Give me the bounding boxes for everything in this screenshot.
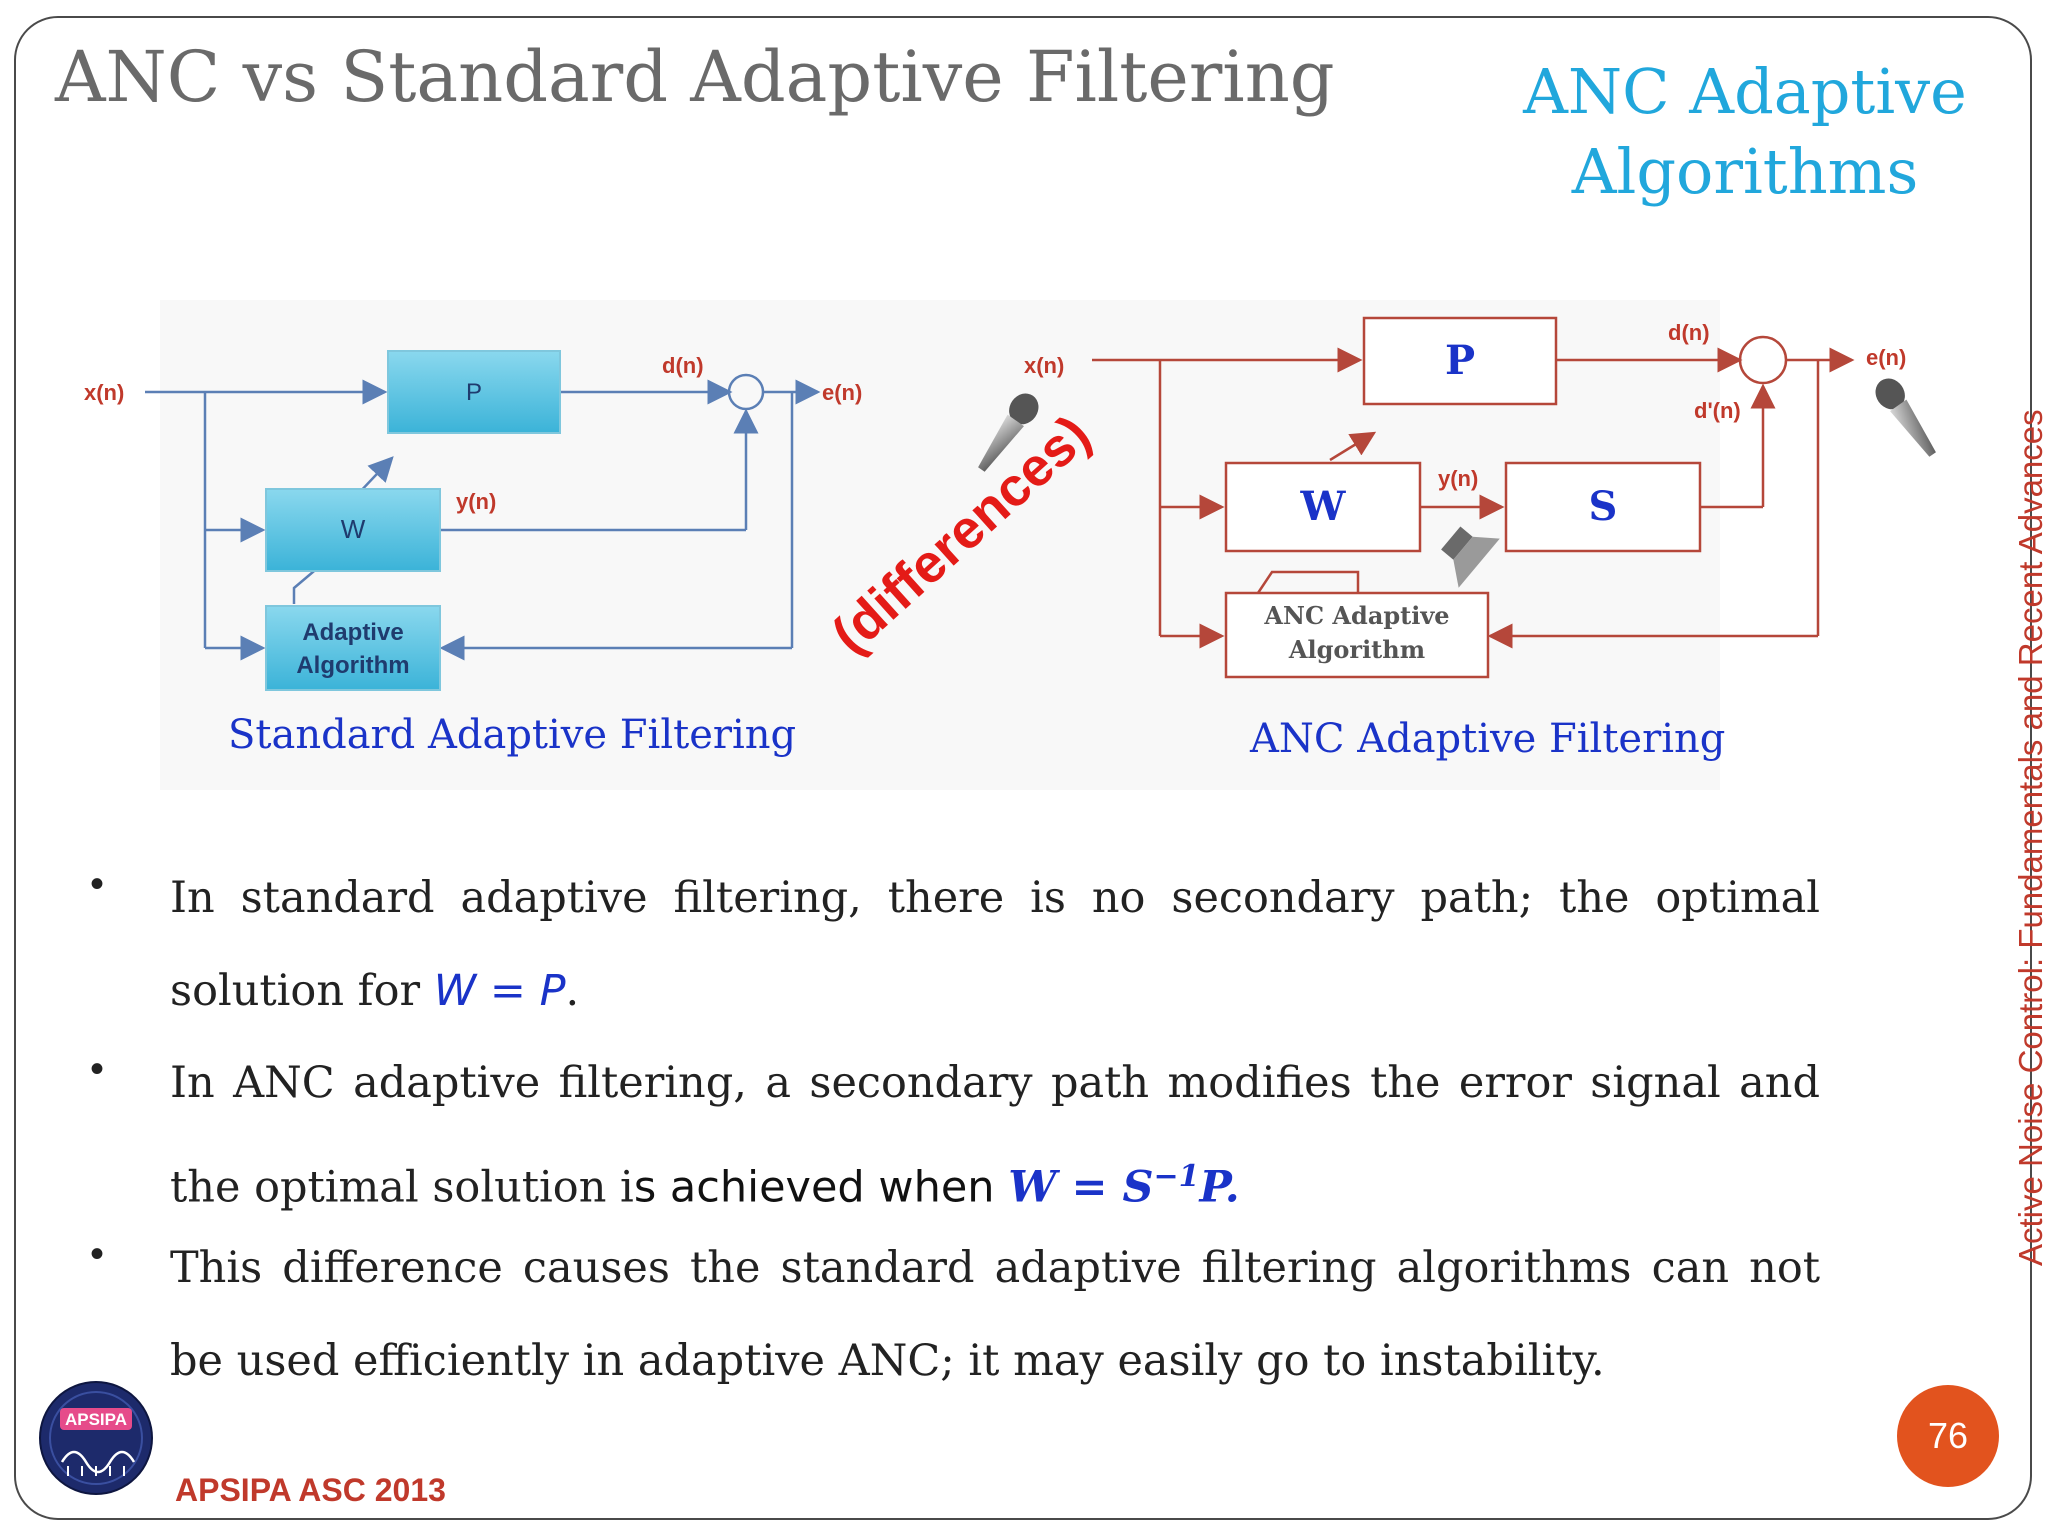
right-e-label: e(n) <box>1866 345 1906 370</box>
apsipa-logo-icon: APSIPA <box>39 1381 153 1495</box>
left-alg-line2: Algorithm <box>296 652 409 679</box>
right-block-p <box>1362 316 1558 406</box>
right-x-label: x(n) <box>1024 353 1064 378</box>
left-block-algorithm <box>265 605 441 691</box>
page-number-badge: 76 <box>1897 1385 1999 1487</box>
right-block-s <box>1504 461 1702 553</box>
error-microphone-icon <box>1875 378 1936 457</box>
left-block-p <box>387 350 561 434</box>
bullet-1-end: . <box>565 966 580 1016</box>
bullet-2-text: In ANC adaptive filtering, a secondary p… <box>170 1058 1820 1213</box>
left-caption: Standard Adaptive Filtering <box>228 712 797 758</box>
bullet-dot-1: • <box>90 862 105 906</box>
bullet-2-formula-exp: −1 <box>1153 1159 1200 1194</box>
section-title: ANC Adaptive Algorithms <box>1510 52 1980 212</box>
left-p-label: P <box>466 379 482 406</box>
footer-conference: APSIPA ASC 2013 <box>175 1472 446 1508</box>
section-title-line1: ANC Adaptive <box>1523 55 1967 128</box>
right-caption: ANC Adaptive Filtering <box>1250 716 1726 762</box>
left-x-label: x(n) <box>84 380 124 405</box>
right-diagram <box>1092 335 1855 649</box>
left-w-label: W <box>341 514 366 544</box>
bullet-dot-3: • <box>90 1232 105 1276</box>
bullet-1: In standard adaptive filtering, there is… <box>170 852 1820 1038</box>
right-dprime-label: d'(n) <box>1694 398 1741 423</box>
bullet-2-text-b: s achieved when <box>633 1162 1009 1213</box>
section-title-line2: Algorithms <box>1571 135 1919 208</box>
right-w-label: W <box>1300 483 1347 530</box>
slide-title: ANC vs Standard Adaptive Filtering <box>55 36 1335 118</box>
bullet-1-text: In standard adaptive filtering, there is… <box>170 873 1820 1016</box>
right-s-label: S <box>1589 483 1618 530</box>
bullet-dot-2: • <box>90 1047 105 1091</box>
bullet-2: In ANC adaptive filtering, a secondary p… <box>170 1037 1820 1234</box>
right-y-label: y(n) <box>1438 466 1478 491</box>
right-alg-line2: Algorithm <box>1288 635 1425 664</box>
right-block-algorithm <box>1224 591 1490 679</box>
slide-frame <box>14 16 2032 1520</box>
right-block-w <box>1224 461 1422 553</box>
bullet-2-formula-w: W = <box>1008 1162 1123 1213</box>
logo-text: APSIPA <box>65 1410 127 1429</box>
bullet-1-formula: W = P <box>433 966 566 1016</box>
block-diagrams: x(n) d(n) e(n) y(n) P W Adaptive Algorit… <box>84 316 1936 691</box>
right-p-label: P <box>1445 337 1475 384</box>
left-d-label: d(n) <box>662 353 704 378</box>
bullet-3: This difference causes the standard adap… <box>170 1243 1820 1386</box>
reference-microphone-icon <box>978 393 1039 472</box>
left-alg-line1: Adaptive <box>302 619 403 646</box>
left-e-label: e(n) <box>822 380 862 405</box>
bullet-2-formula-s: S <box>1122 1162 1154 1213</box>
speaker-icon <box>1441 526 1500 588</box>
left-y-label: y(n) <box>456 489 496 514</box>
left-block-w <box>265 488 441 572</box>
left-diagram <box>145 373 821 661</box>
right-alg-line1: ANC Adaptive <box>1263 601 1449 630</box>
right-d-label: d(n) <box>1668 320 1710 345</box>
bullet-2-formula-p: P. <box>1199 1162 1240 1213</box>
